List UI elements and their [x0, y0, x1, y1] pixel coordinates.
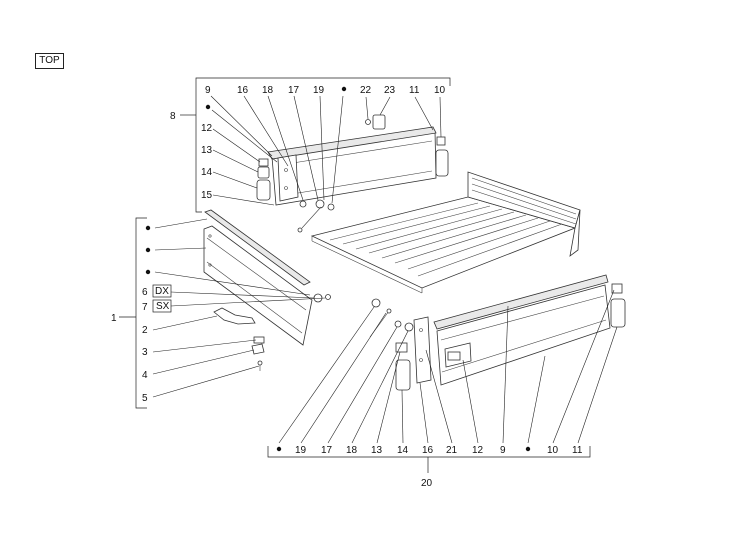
- label-8-15: 15: [201, 190, 213, 201]
- label-dx: DX: [155, 286, 169, 297]
- group-8-labels: 8 9 16 18 17 19 22 23 11 10 12 13 14 15: [170, 85, 446, 201]
- label-20-18: 18: [346, 445, 358, 456]
- label-8-14: 14: [201, 167, 213, 178]
- label-8-17: 17: [288, 85, 300, 96]
- label-5: 5: [142, 393, 148, 404]
- label-8-13: 13: [201, 145, 213, 156]
- dx-box: [152, 284, 172, 298]
- bullet-group-20-a: [276, 446, 282, 452]
- label-20-9: 9: [500, 445, 506, 456]
- label-8-23: 23: [384, 85, 396, 96]
- label-8-16: 16: [237, 85, 249, 96]
- brackets: [119, 77, 591, 473]
- label-3: 3: [142, 347, 148, 358]
- label-8-12: 12: [201, 123, 213, 134]
- top-view-label: TOP: [35, 53, 64, 69]
- label-20-11: 11: [572, 445, 583, 456]
- label-sx: SX: [156, 301, 170, 312]
- leader-lines: [152, 95, 618, 444]
- label-6: 6: [142, 287, 148, 298]
- label-20-17: 17: [321, 445, 333, 456]
- bullet-group-20-b: [525, 446, 531, 452]
- rear-side-panel: [256, 114, 449, 233]
- label-20-21: 21: [446, 445, 458, 456]
- label-20-14: 14: [397, 445, 409, 456]
- group-20-labels: 19 17 18 13 14 16 21 12 9 10 11 20: [276, 445, 583, 489]
- label-20: 20: [421, 478, 433, 489]
- label-8-19: 19: [313, 85, 325, 96]
- group-1-labels: 1 6 DX 7 SX 2 3 4 5: [111, 225, 172, 404]
- label-1: 1: [111, 313, 117, 324]
- label-7: 7: [142, 302, 148, 313]
- label-8-11: 11: [409, 85, 420, 96]
- label-2: 2: [142, 325, 148, 336]
- label-8-10: 10: [434, 85, 446, 96]
- bullet-group-8-top: [341, 86, 347, 92]
- label-20-19: 19: [295, 445, 307, 456]
- label-20-16: 16: [422, 445, 434, 456]
- label-20-13: 13: [371, 445, 383, 456]
- bullet-group-1-b: [145, 247, 151, 253]
- label-4: 4: [142, 370, 148, 381]
- truck-bed-floor: [310, 171, 581, 294]
- bullet-group-8-left: [205, 104, 211, 110]
- right-side-panel: [369, 274, 626, 391]
- label-8-18: 18: [262, 85, 274, 96]
- tailgate: [203, 209, 331, 371]
- label-8-9: 9: [205, 85, 211, 96]
- sx-box: [152, 299, 172, 313]
- label-20-10: 10: [547, 445, 559, 456]
- label-20-12: 12: [472, 445, 484, 456]
- bullet-group-1-c: [145, 269, 151, 275]
- label-8: 8: [170, 111, 176, 122]
- bullet-group-1-a: [145, 225, 151, 231]
- label-8-22: 22: [360, 85, 372, 96]
